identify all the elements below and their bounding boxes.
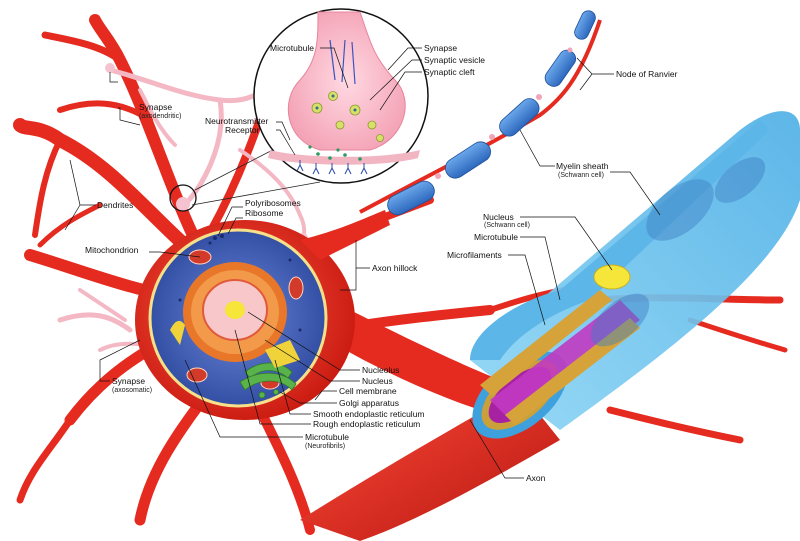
golgi-shape <box>239 362 297 399</box>
label-node-of-ranvier: Node of Ranvier <box>616 69 678 79</box>
ribosomes <box>178 234 302 332</box>
label-synapse-top: Synapse <box>424 43 458 53</box>
label-nucleus-schwann: Nucleus <box>483 212 514 222</box>
synapse-zoom <box>253 8 429 184</box>
label-schwann-cell-sub: (Schwann cell) <box>558 172 604 179</box>
label-neurotransmitter: Neurotransmitter <box>205 116 269 126</box>
label-microtubule-top: Microtubule <box>270 43 314 53</box>
schwann-nucleus <box>593 264 631 290</box>
myelinated-axon <box>359 10 602 216</box>
label-microtubule-soma: Microtubule <box>305 432 349 442</box>
label-ribosome: Ribosome <box>245 208 284 218</box>
label-neurofibrils-sub: (Neurofibrils) <box>305 443 346 450</box>
label-dendrites: Dendrites <box>97 200 134 210</box>
label-synapse-axosomatic: Synapse <box>112 376 146 386</box>
label-axon: Axon <box>526 473 546 483</box>
schwann-cell <box>470 111 800 439</box>
label-mitochondrion: Mitochondrion <box>85 245 139 255</box>
smooth-er <box>170 320 300 368</box>
label-receptor: Receptor <box>225 125 260 135</box>
label-polyribosomes: Polyribosomes <box>245 198 301 208</box>
label-axodendritic-sub: (axodendritic) <box>139 113 182 120</box>
nucleolus-shape <box>225 301 245 319</box>
label-synaptic-vesicle: Synaptic vesicle <box>424 55 485 65</box>
label-axon-hillock: Axon hillock <box>372 263 418 273</box>
label-smooth-er: Smooth endoplastic reticulum <box>313 409 425 419</box>
label-myelin-sheath: Myelin sheath <box>556 161 609 171</box>
label-axosomatic-sub: (axosomatic) <box>112 387 153 394</box>
label-cell-membrane: Cell membrane <box>339 386 397 396</box>
label-microfilaments: Microfilaments <box>447 250 502 260</box>
label-synaptic-cleft: Synaptic cleft <box>424 67 475 77</box>
label-nucleolus: Nucleolus <box>362 365 400 375</box>
label-synapse-axodendritic: Synapse <box>139 102 173 112</box>
label-rough-er: Rough endoplastic reticulum <box>313 419 421 429</box>
label-microtubule-axon: Microtubule <box>474 232 518 242</box>
leader-lines <box>64 47 661 479</box>
label-golgi-apparatus: Golgi apparatus <box>339 398 400 408</box>
label-nucleus-schwann-sub: (Schwann cell) <box>484 222 530 229</box>
magnifier-ring <box>169 184 197 212</box>
label-nucleus: Nucleus <box>362 376 393 386</box>
